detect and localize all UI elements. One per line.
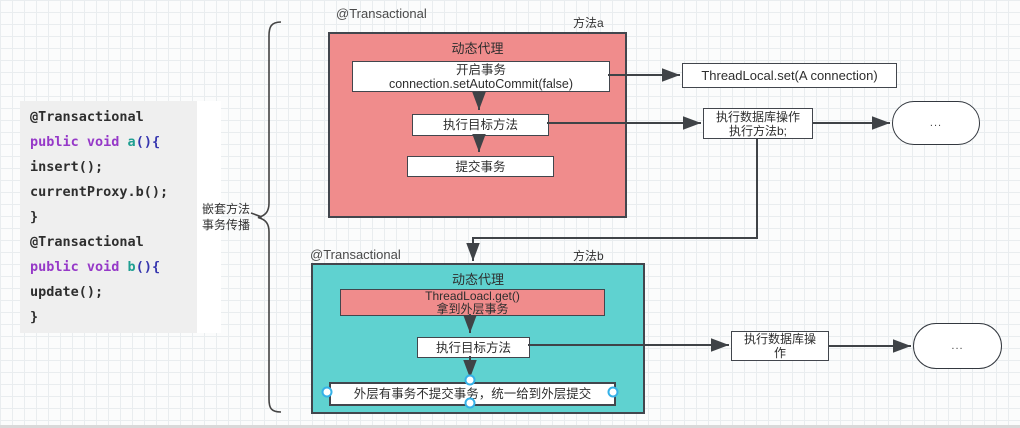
db-operation-a-line2: 执行方法b; [728,123,787,138]
brace-label-line1: 嵌套方法 [202,202,251,216]
node-threadlocal-get[interactable]: ThreadLoacl.get() 拿到外层事务 [340,289,605,316]
code-line: } [30,309,39,325]
ellipsis-b-label: ... [951,340,964,352]
node-db-operation-b[interactable]: 执行数据库操 作 [731,331,829,361]
outer-commit-label: 外层有事务不提交事务，统一给到外层提交 [353,387,592,401]
execute-target-b-label: 执行目标方法 [435,340,511,355]
db-operation-a-line1: 执行数据库操作 [715,109,800,124]
proxy-container-b[interactable]: 动态代理 ThreadLoacl.get() 拿到外层事务 执行目标方法 外层有… [311,263,645,414]
flow-b-annotation: @Transactional [310,247,401,262]
proxy-b-title: 动态代理 [451,272,504,287]
flow-b-method-label: 方法b [573,249,604,263]
commit-transaction-label: 提交事务 [455,159,506,174]
flow-a-method-label: 方法a [573,16,604,30]
node-commit-transaction[interactable]: 提交事务 [407,156,554,177]
curly-brace [257,21,282,413]
open-transaction-line1: 开启事务 [455,62,506,77]
code-block: @Transactional public void a(){ insert(); c… [20,101,197,333]
db-operation-b-line1: 执行数据库操 [743,332,816,346]
open-transaction-line2: connection.setAutoCommit(false) [388,76,574,91]
code-line: } [30,209,39,225]
node-open-transaction[interactable]: 开启事务 connection.setAutoCommit(false) [352,61,610,92]
node-execute-target-b[interactable]: 执行目标方法 [417,337,530,358]
threadlocal-get-line1: ThreadLoacl.get() [425,288,520,303]
brace-label: 嵌套方法 事务传播 [202,201,256,233]
brace-label-line2: 事务传播 [202,218,251,232]
selection-handle-top[interactable] [464,374,476,386]
selection-handle-left[interactable] [321,386,333,398]
selection-handle-bottom[interactable] [464,397,476,409]
node-execute-target-a[interactable]: 执行目标方法 [412,114,549,136]
execute-target-a-label: 执行目标方法 [442,118,518,132]
code-line: @Transactional [30,109,144,125]
proxy-a-title: 动态代理 [451,41,504,56]
flow-a-annotation: @Transactional [336,6,427,21]
proxy-container-a[interactable]: 动态代理 开启事务 connection.setAutoCommit(false… [328,32,627,218]
threadlocal-get-line2: 拿到外层事务 [436,301,509,316]
code-line: currentProxy.b(); [30,184,169,200]
bottom-edge [0,425,1020,428]
node-threadlocal-set[interactable]: ThreadLocal.set(A connection) [682,63,897,88]
db-operation-b-line2: 作 [773,346,786,360]
selection-handle-right[interactable] [607,386,619,398]
code-line: @Transactional [30,234,144,250]
node-ellipsis-a[interactable]: ... [892,101,980,145]
code-line: public void b(){ [30,259,161,275]
code-snippet-backing: @Transactional public void a(){ insert(); c… [20,101,221,333]
code-line: public void a(){ [30,134,161,150]
code-line: insert(); [30,159,104,175]
code-line: update(); [30,284,104,300]
node-db-operation-a[interactable]: 执行数据库操作 执行方法b; [703,108,813,139]
threadlocal-set-label: ThreadLocal.set(A connection) [701,67,878,83]
node-ellipsis-b[interactable]: ... [913,323,1002,369]
ellipsis-a-label: ... [929,117,943,129]
